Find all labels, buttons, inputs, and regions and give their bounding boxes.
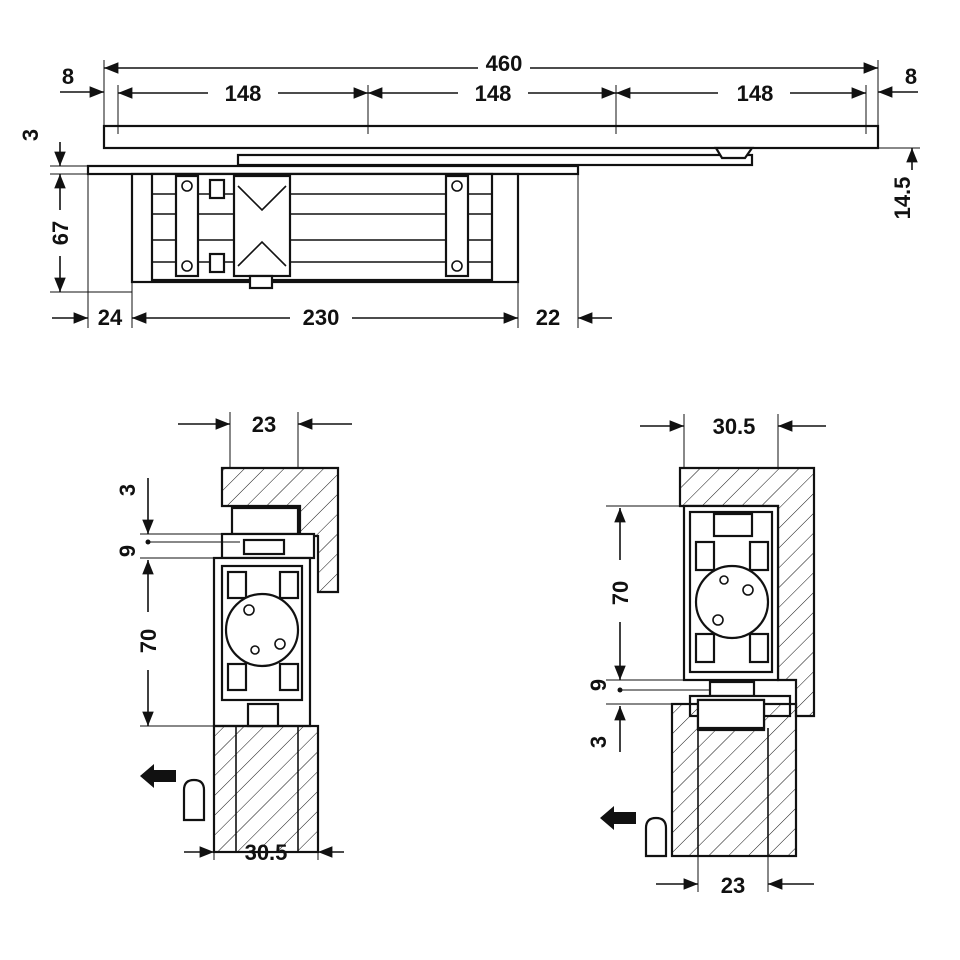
segment-1-label: 148	[225, 81, 262, 106]
slide-rail	[102, 124, 880, 150]
overall-length-label: 460	[486, 51, 523, 76]
section-left-bottom-width-label: 30.5	[245, 840, 288, 865]
section-right: 30.5 70 9	[586, 414, 826, 898]
segment-2-label: 148	[475, 81, 512, 106]
section-left-body-height-label: 70	[136, 629, 161, 653]
segment-3-label: 148	[737, 81, 774, 106]
right-height-label: 14.5	[890, 177, 915, 220]
right-margin-label: 22	[536, 305, 560, 330]
section-right-body-height-label: 70	[608, 581, 633, 605]
section-right-gap-bottom-label: 3	[586, 736, 611, 748]
section-right-door-leaf	[670, 702, 798, 858]
section-left-top-width-label: 23	[252, 412, 276, 437]
right-offset-label: 8	[905, 64, 917, 89]
section-right-top-width-label: 30.5	[713, 414, 756, 439]
section-left-rail-gap-label: 9	[115, 545, 140, 557]
body-length-label: 230	[303, 305, 340, 330]
left-margin-label: 24	[98, 305, 123, 330]
section-left-gap-top-label: 3	[115, 484, 140, 496]
section-left: 23 3 9 70	[115, 412, 352, 865]
door-direction-arrow-icon	[140, 764, 176, 788]
section-left-door-leaf	[212, 724, 320, 854]
body-height-label: 67	[48, 221, 73, 245]
section-right-rail-gap-label: 9	[586, 679, 611, 691]
closer-body	[130, 172, 520, 290]
section-left-frame	[220, 466, 340, 594]
left-offset-label: 8	[62, 64, 74, 89]
door-direction-arrow-icon	[600, 806, 636, 830]
top-view: 460 8 8 148 148 148	[18, 51, 920, 330]
rail-thickness-label: 3	[18, 129, 43, 141]
closer-base-plate	[86, 164, 580, 176]
section-right-bottom-width-label: 23	[721, 873, 745, 898]
